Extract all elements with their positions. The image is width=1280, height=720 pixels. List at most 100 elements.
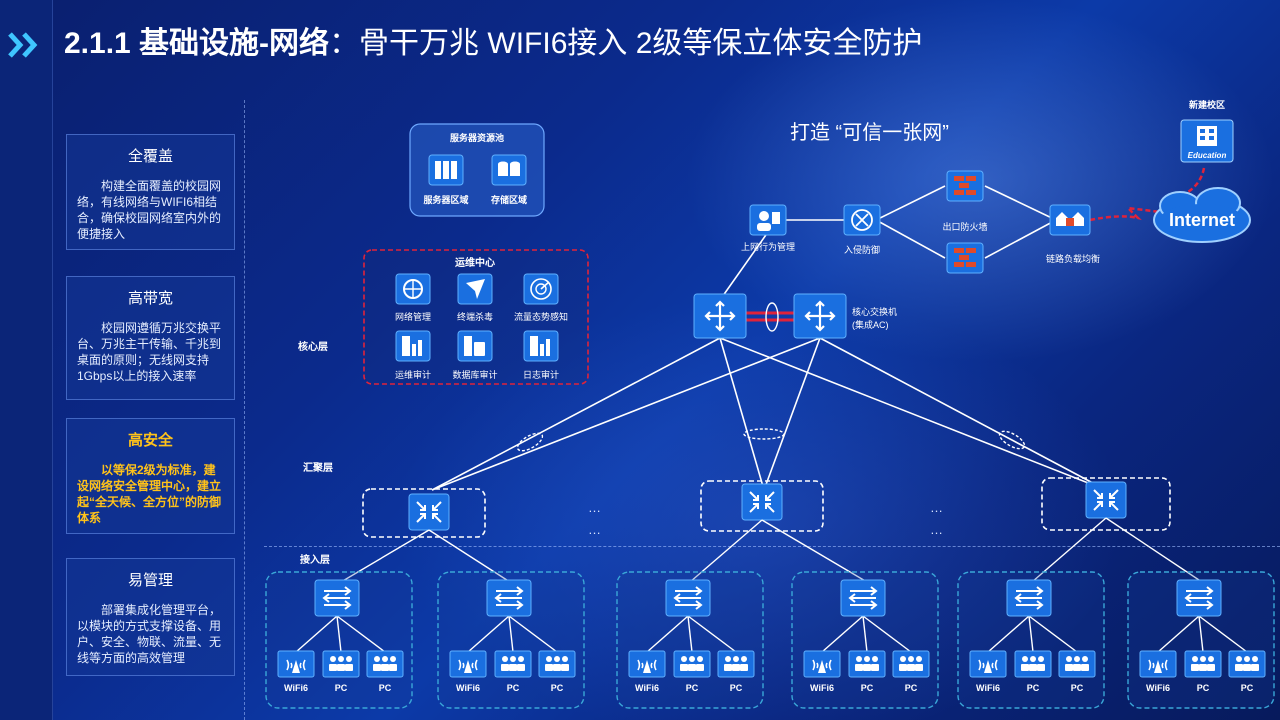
endpoint-label: WiFi6 <box>635 683 659 693</box>
endpoint-label: PC <box>1240 683 1254 693</box>
network-management-icon <box>395 273 431 305</box>
endpoint-label: PC <box>860 683 874 693</box>
core-switch-label-line1: 核心交换机 <box>852 307 898 317</box>
load-balancer-icon <box>1049 204 1091 236</box>
aggregation-layer-label: 汇聚层 <box>303 463 333 474</box>
pc-icon <box>538 650 576 678</box>
access-groups <box>265 571 1275 709</box>
link-bundle-ellipse <box>516 432 544 452</box>
pc-icon <box>1228 650 1266 678</box>
server-area-icon <box>428 154 464 186</box>
ops-audit-icon <box>395 330 431 362</box>
page-title-rest: ：骨干万兆 WIFI6接入 2级等保立体安全防护 <box>329 27 923 60</box>
wifi6-ap-icon <box>449 650 487 678</box>
storage-area-label: 存储区域 <box>490 195 527 205</box>
ips-label: 入侵防御 <box>843 245 880 255</box>
pc-icon <box>366 650 404 678</box>
access-endpoint-link <box>336 615 342 653</box>
feature-title: 高安全 <box>127 432 173 449</box>
access-endpoint-link <box>646 615 689 653</box>
access-layer-label: 接入层 <box>300 555 330 566</box>
core-switch-stack-link <box>744 302 798 332</box>
endpoint-label: WiFi6 <box>284 683 308 693</box>
ellipsis: … <box>588 500 603 515</box>
access-endpoint-link <box>987 615 1030 653</box>
server-pool-title: 服务器资源池 <box>449 133 504 143</box>
pc-icon <box>494 650 532 678</box>
vertical-divider <box>244 100 245 720</box>
access-layer-divider <box>264 546 1280 547</box>
ops-item-label: 日志审计 <box>522 370 559 380</box>
firewall-icon <box>946 170 984 202</box>
endpoint-label: PC <box>904 683 918 693</box>
endpoint-label: PC <box>1196 683 1210 693</box>
server-pool-box <box>409 123 545 217</box>
ellipsis: … <box>930 522 945 537</box>
ops-item-label: 流量态势感知 <box>513 312 568 322</box>
antivirus-icon <box>457 273 493 305</box>
wifi6-ap-icon <box>277 650 315 678</box>
feature-card-bandwidth: 高带宽 校园网遵循万兆交换平台、万兆主干传输、千兆到桌面的原则；无线网支持1Gb… <box>66 276 235 400</box>
wifi6-ap-icon <box>628 650 666 678</box>
core-links <box>431 185 1107 491</box>
wifi6-ap-icon <box>803 650 841 678</box>
pc-icon <box>717 650 755 678</box>
core-switch-icon <box>692 292 748 340</box>
endpoint-label: WiFi6 <box>1146 683 1170 693</box>
access-endpoint-link <box>1028 615 1034 653</box>
access-endpoint-link <box>336 615 386 653</box>
aggregation-switch-icon <box>741 483 783 521</box>
ops-item-label: 网络管理 <box>394 312 431 322</box>
access-endpoint-link <box>508 615 514 653</box>
feature-card-coverage: 全覆盖 构建全面覆盖的校园网络，有线网络与WIFI6相结合，确保校园网络室内外的… <box>66 134 235 250</box>
access-endpoint-link <box>1198 615 1204 653</box>
pc-icon <box>673 650 711 678</box>
endpoint-label: PC <box>550 683 564 693</box>
access-switch-icon <box>840 579 886 617</box>
chevron-right-icon <box>8 32 38 58</box>
endpoint-label: PC <box>378 683 392 693</box>
ops-item-label: 数据库审计 <box>452 370 498 380</box>
pc-icon <box>1058 650 1096 678</box>
access-endpoint-link <box>295 615 338 653</box>
internet-link <box>1089 206 1161 222</box>
access-endpoint-link <box>1028 615 1078 653</box>
header: 2.1.1 基础设施-网络：骨干万兆 WIFI6接入 2级等保立体安全防护 <box>0 0 1280 96</box>
feature-desc: 部署集成化管理平台，以模块的方式支撑设备、用户、安全、物联、流量、无线等方面的高… <box>77 603 222 665</box>
internet-label: Internet <box>1168 210 1235 230</box>
access-endpoint-link <box>687 615 693 653</box>
wifi6-ap-icon <box>1139 650 1177 678</box>
load-balancer-label: 链路负载均衡 <box>1045 254 1100 264</box>
core-layer-label: 核心层 <box>298 342 328 353</box>
access-switch-icon <box>665 579 711 617</box>
pc-icon <box>1014 650 1052 678</box>
endpoint-label: PC <box>334 683 348 693</box>
page-title-bold: 2.1.1 基础设施-网络 <box>64 27 330 60</box>
feature-desc: 校园网遵循万兆交换平台、万兆主干传输、千兆到桌面的原则；无线网支持1Gbps以上… <box>77 321 222 383</box>
access-endpoint-link <box>862 615 912 653</box>
traffic-awareness-icon <box>523 273 559 305</box>
core-switch-icon <box>792 292 848 340</box>
access-endpoint-link <box>821 615 864 653</box>
access-switch-icon <box>314 579 360 617</box>
aggregation-switch-icon <box>1085 481 1127 519</box>
page-title: 2.1.1 基础设施-网络：骨干万兆 WIFI6接入 2级等保立体安全防护 <box>64 24 922 64</box>
aggregation-switch-icon <box>408 493 450 531</box>
aggregation-group-box <box>1041 477 1171 531</box>
endpoint-label: WiFi6 <box>456 683 480 693</box>
aggregation-group-box <box>700 480 824 532</box>
access-endpoint-link <box>687 615 737 653</box>
access-switch-icon <box>486 579 532 617</box>
access-endpoint-link <box>508 615 558 653</box>
aggregation-group-box <box>362 488 486 538</box>
feature-title: 全覆盖 <box>127 148 173 165</box>
ops-center-title: 运维中心 <box>455 258 495 269</box>
access-switch-icon <box>1176 579 1222 617</box>
feature-desc: 以等保2级为标准，建设网络安全管理中心，建立起“全天候、全方位”的防御体系 <box>77 463 222 525</box>
access-endpoint-link <box>862 615 868 653</box>
pc-icon <box>1184 650 1222 678</box>
feature-desc: 构建全面覆盖的校园网络，有线网络与WIFI6相结合，确保校园网络室内外的便捷接入 <box>77 179 222 241</box>
wifi6-ap-icon <box>969 650 1007 678</box>
pc-icon <box>848 650 886 678</box>
ops-item-label: 终端杀毒 <box>456 312 493 322</box>
